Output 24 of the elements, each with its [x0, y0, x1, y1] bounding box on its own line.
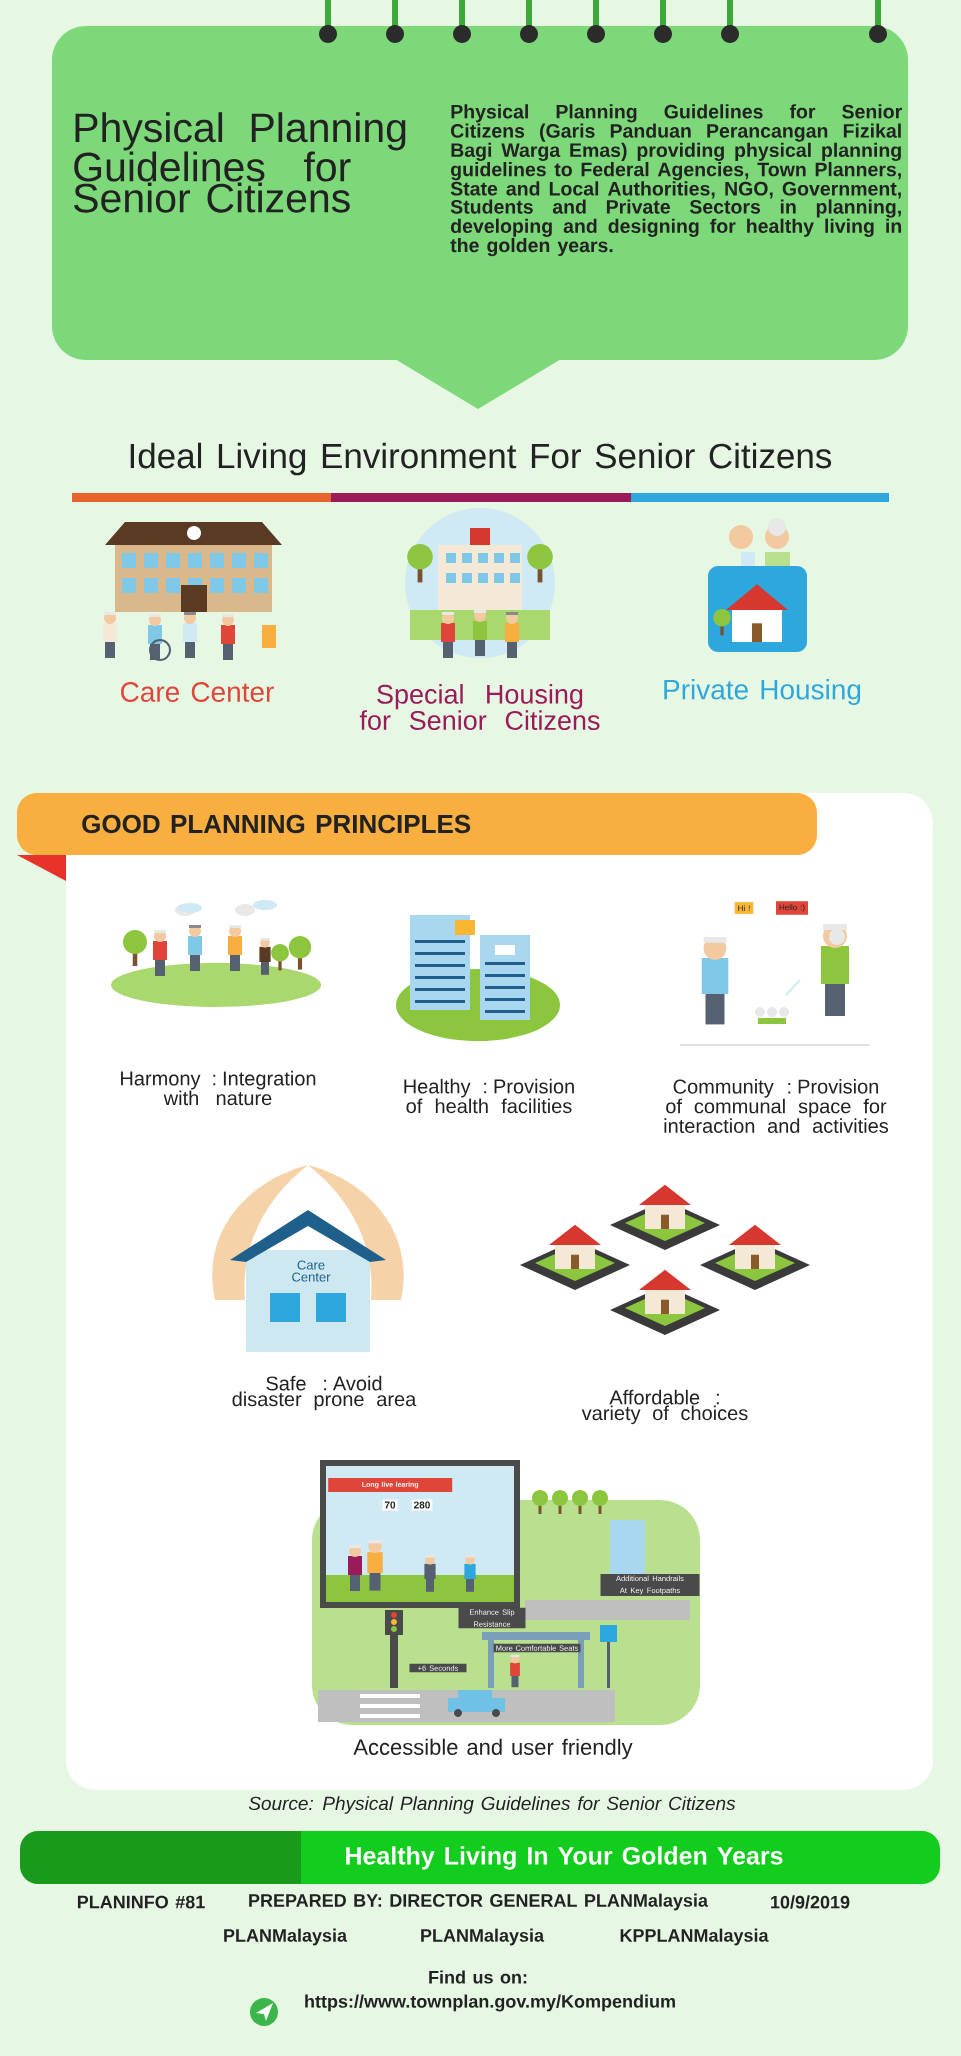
- handle-text: PLANMalaysia: [421, 1928, 545, 1946]
- principle-caption: Harmony : Integration with nature: [121, 1070, 316, 1106]
- url-text: https://www.townplan.gov.my/Kompendium: [305, 1994, 675, 2012]
- footer-banner: Healthy Living In Your Golden Years: [20, 1831, 940, 1884]
- issue-number: PLANINFO #81: [77, 1895, 205, 1909]
- section-heading: Ideal Living Environment For Senior Citizens: [130, 442, 832, 476]
- stat-card: 280: [411, 1499, 433, 1511]
- sign-text: Care Center: [292, 1260, 331, 1282]
- principle-caption: Affordable : variety of choices: [581, 1389, 748, 1425]
- header-card: Physical Planning Guidelines for Senior Citizens Physical Planning Guidelines for Senior Citizens (Garis Panduan Perancangan Fizikal Bagi Warga Emas) providing physical planning guidelines to Federal Agencies, Town Planners, State and Local Authorities, NGO, Government, Students and Private Sectors in planning, developing and designing for healthy living in the golden years.: [52, 26, 908, 409]
- speech-bubble: Hello :): [776, 901, 808, 915]
- stat-card: 70: [382, 1499, 398, 1511]
- principle-caption: Healthy : Provision of health facilities: [404, 1078, 574, 1114]
- footer-text: Find us on:: [429, 1970, 527, 1984]
- category-label: Care Center: [121, 682, 274, 702]
- handle-text: KPPLANMalaysia: [620, 1928, 769, 1946]
- category-label: Private Housing: [664, 679, 861, 706]
- speech-bubble: Hi !: [734, 902, 754, 914]
- handle-text: PLANMalaysia: [224, 1928, 348, 1946]
- principle-caption: Accessible and user friendly: [353, 1738, 633, 1760]
- principle-caption: Community : Provision of communal space for interaction and activities: [664, 1079, 889, 1133]
- category-label: Special Housing for Senior Citizens: [359, 684, 600, 730]
- principle-caption: Safe : Avoid disaster prone area: [232, 1375, 417, 1411]
- heading-tab: GOOD PLANNING PRINCIPLES: [17, 793, 817, 855]
